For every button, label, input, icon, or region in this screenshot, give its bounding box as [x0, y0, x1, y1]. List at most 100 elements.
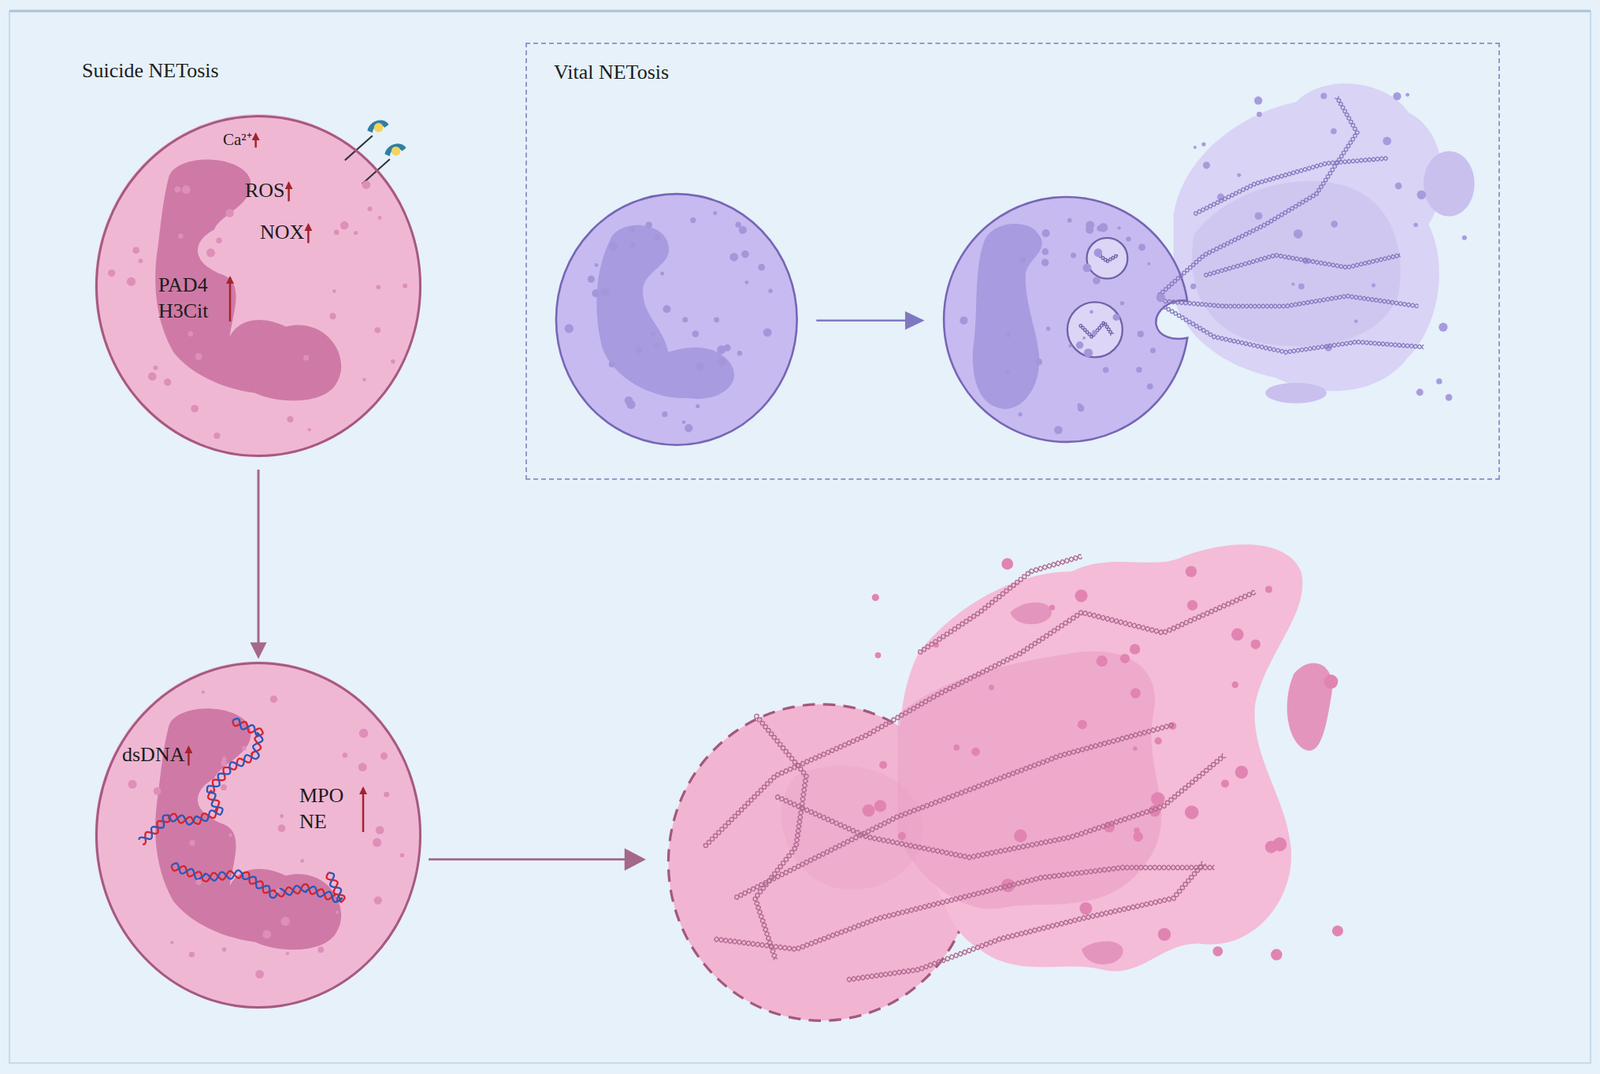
cell-membrane [95, 115, 422, 457]
granule [1089, 310, 1093, 314]
net-release [898, 544, 1303, 972]
granule [220, 783, 227, 791]
granule [1221, 779, 1229, 788]
granule [138, 258, 144, 264]
neutrophil-cell [556, 193, 798, 446]
granule [1445, 393, 1453, 401]
granule [875, 652, 882, 659]
granule [378, 215, 383, 220]
granule [1148, 804, 1161, 817]
marker-label: Ca²⁺ [222, 129, 253, 150]
net-release [1287, 662, 1333, 750]
marker-label: PAD4 H3Cit [158, 272, 227, 324]
dashed-region: Vital NETosis [525, 42, 1500, 480]
granule [661, 411, 668, 417]
granule [1184, 805, 1200, 820]
granule [1049, 604, 1055, 610]
marker-label: ROS [245, 178, 286, 205]
granule [1077, 404, 1085, 413]
receptor [345, 135, 373, 160]
net-release [1009, 601, 1052, 624]
marker-label: dsDNA [122, 742, 185, 769]
granule [1158, 928, 1171, 941]
granule [317, 946, 324, 953]
granule [1436, 378, 1442, 384]
granule [1006, 333, 1011, 338]
granule [898, 831, 906, 840]
granule [262, 929, 271, 939]
granule [591, 289, 600, 297]
granule [1001, 557, 1014, 570]
granule [1138, 243, 1146, 251]
neutrophil-cell [1079, 252, 1118, 338]
granule [1046, 326, 1051, 331]
granule [1096, 655, 1108, 667]
nucleus [155, 159, 342, 401]
granule [1154, 737, 1162, 745]
frame [9, 11, 1591, 1063]
net-strand [775, 756, 1226, 859]
granule [178, 233, 183, 239]
cell-membrane [96, 116, 421, 457]
granule [953, 744, 960, 751]
granule [1416, 388, 1424, 396]
granule [153, 365, 159, 371]
net-strand [1203, 253, 1400, 276]
granule [163, 378, 171, 386]
granule [275, 888, 280, 893]
granule [1082, 336, 1086, 340]
granule [1293, 229, 1304, 239]
process-arrow [257, 469, 260, 656]
granule [1042, 229, 1051, 238]
neutrophil-cell [556, 193, 798, 446]
net-strand [735, 723, 1174, 899]
granule [650, 331, 656, 337]
granule [654, 341, 661, 348]
granule [1083, 348, 1093, 357]
vesicle-dna [1096, 252, 1118, 263]
granule [196, 879, 202, 885]
granule [1092, 276, 1100, 284]
granule [723, 344, 732, 352]
granule [713, 316, 720, 323]
granule [375, 825, 385, 835]
region-title: Vital NETosis [553, 59, 669, 86]
granule [189, 951, 195, 958]
granule [383, 791, 390, 798]
marker-label: MPO NE [299, 783, 360, 835]
granule [690, 217, 696, 223]
granule [872, 593, 880, 602]
granule [716, 345, 726, 354]
cells [107, 180, 1166, 979]
neutrophil-cell [94, 114, 421, 457]
net-strand [1158, 96, 1359, 297]
granule [374, 895, 383, 904]
process-arrow [816, 311, 925, 330]
cells [94, 83, 1474, 1021]
granule [1150, 347, 1156, 353]
granule [1265, 840, 1278, 854]
granule [1156, 293, 1166, 302]
granule [148, 371, 157, 381]
granule [1462, 235, 1467, 241]
granule [1079, 902, 1092, 915]
granule [1330, 128, 1337, 135]
granule [1320, 92, 1327, 100]
cells [1158, 96, 1424, 355]
granule [1231, 627, 1244, 641]
granule [624, 396, 634, 405]
granule [372, 838, 382, 847]
granule [757, 263, 765, 271]
granule [1256, 111, 1263, 118]
granule [153, 787, 162, 795]
dna-helix [138, 718, 263, 840]
neutrophil-cell [94, 660, 421, 1008]
granule [127, 779, 137, 789]
granule [1254, 96, 1263, 104]
increase-arrow [187, 746, 190, 766]
granule [695, 361, 705, 371]
net-strand [846, 863, 1206, 981]
